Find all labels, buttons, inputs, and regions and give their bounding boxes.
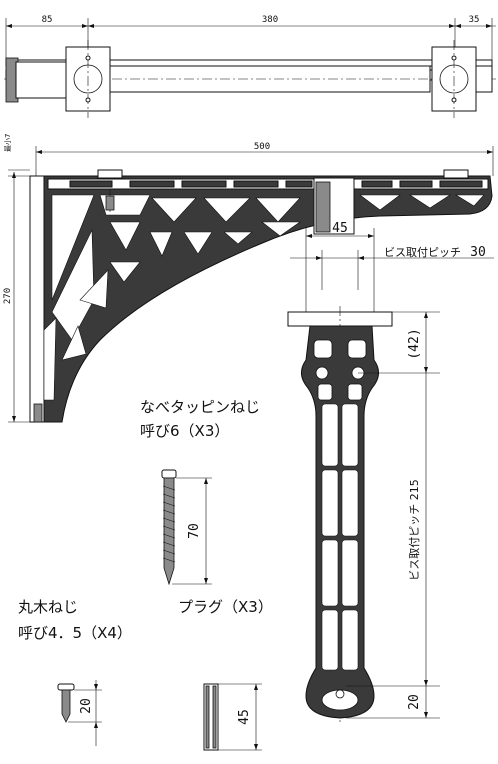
screw-wood-spec: 呼び4．5（X4） [18, 624, 132, 642]
plug-length: 45 [237, 709, 252, 725]
front-view: 45 ビス取付ピッチ 30 [287, 221, 494, 722]
side-dim-height: 270 [3, 288, 13, 304]
top-dim-right: 35 [469, 15, 480, 25]
top-dim-middle: 380 [262, 15, 278, 25]
pan-tapping-screw: なべタッピンねじ 呼び6（X3） 70 [140, 398, 260, 586]
side-dim-small: 最小7 [3, 134, 12, 152]
front-pitch-value: 30 [470, 245, 486, 260]
plug-name: プラグ（X3） [178, 598, 273, 616]
screw-wood-length: 20 [79, 698, 94, 714]
screw-pan-spec: 呼び6（X3） [140, 422, 229, 440]
screw-pan-name: なべタッピンねじ [140, 398, 260, 416]
front-dim-bottom: 20 [407, 694, 422, 710]
plug: プラグ（X3） 45 [178, 598, 273, 751]
screw-wood-name: 丸木ねじ [18, 598, 78, 616]
side-dim-length: 500 [254, 142, 270, 152]
screw-pan-length: 70 [187, 523, 202, 539]
front-pitch-label: ビス取付ピッチ [384, 246, 461, 259]
front-dim-42: (42) [407, 328, 422, 359]
top-dim-left: 85 [42, 15, 53, 25]
side-view: 500 最小7 270 [3, 134, 494, 423]
wood-screw: 丸木ねじ 呼び4．5（X4） 20 [18, 598, 132, 746]
front-dim-width: 45 [332, 221, 348, 236]
front-vertical-pitch: ビス取付ピッチ 215 [408, 479, 421, 581]
top-view: 85 380 35 [4, 15, 496, 118]
